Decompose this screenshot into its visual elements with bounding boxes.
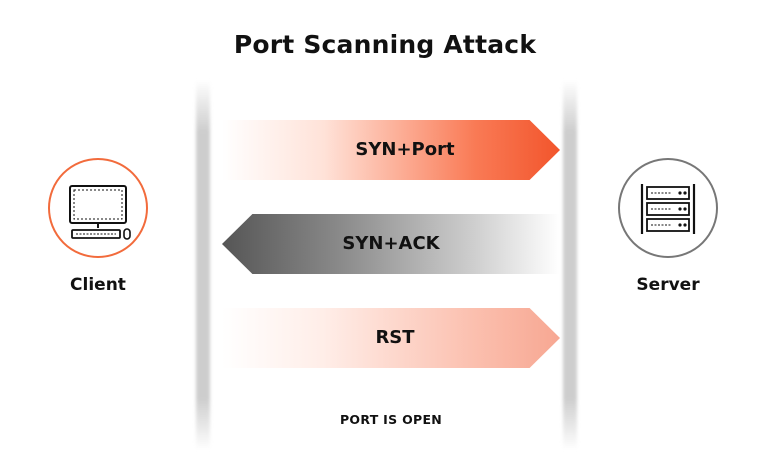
client-node — [48, 158, 148, 258]
client-label: Client — [70, 275, 126, 295]
port-status-caption: PORT IS OPEN — [339, 412, 443, 427]
rst-arrow — [222, 308, 560, 368]
server-node — [618, 158, 718, 258]
rst-label: RST — [375, 327, 415, 348]
computer-icon — [69, 185, 131, 240]
server-boundary-line — [563, 80, 577, 450]
server-label: Server — [636, 275, 700, 295]
syn-port-arrow — [222, 120, 560, 180]
diagram-title: Port Scanning Attack — [233, 30, 537, 59]
syn-ack-arrow — [222, 214, 560, 274]
client-boundary-line — [196, 80, 210, 450]
syn-ack-label: SYN+ACK — [342, 233, 440, 254]
syn-port-label: SYN+Port — [355, 139, 455, 160]
server-rack-icon — [640, 184, 696, 234]
